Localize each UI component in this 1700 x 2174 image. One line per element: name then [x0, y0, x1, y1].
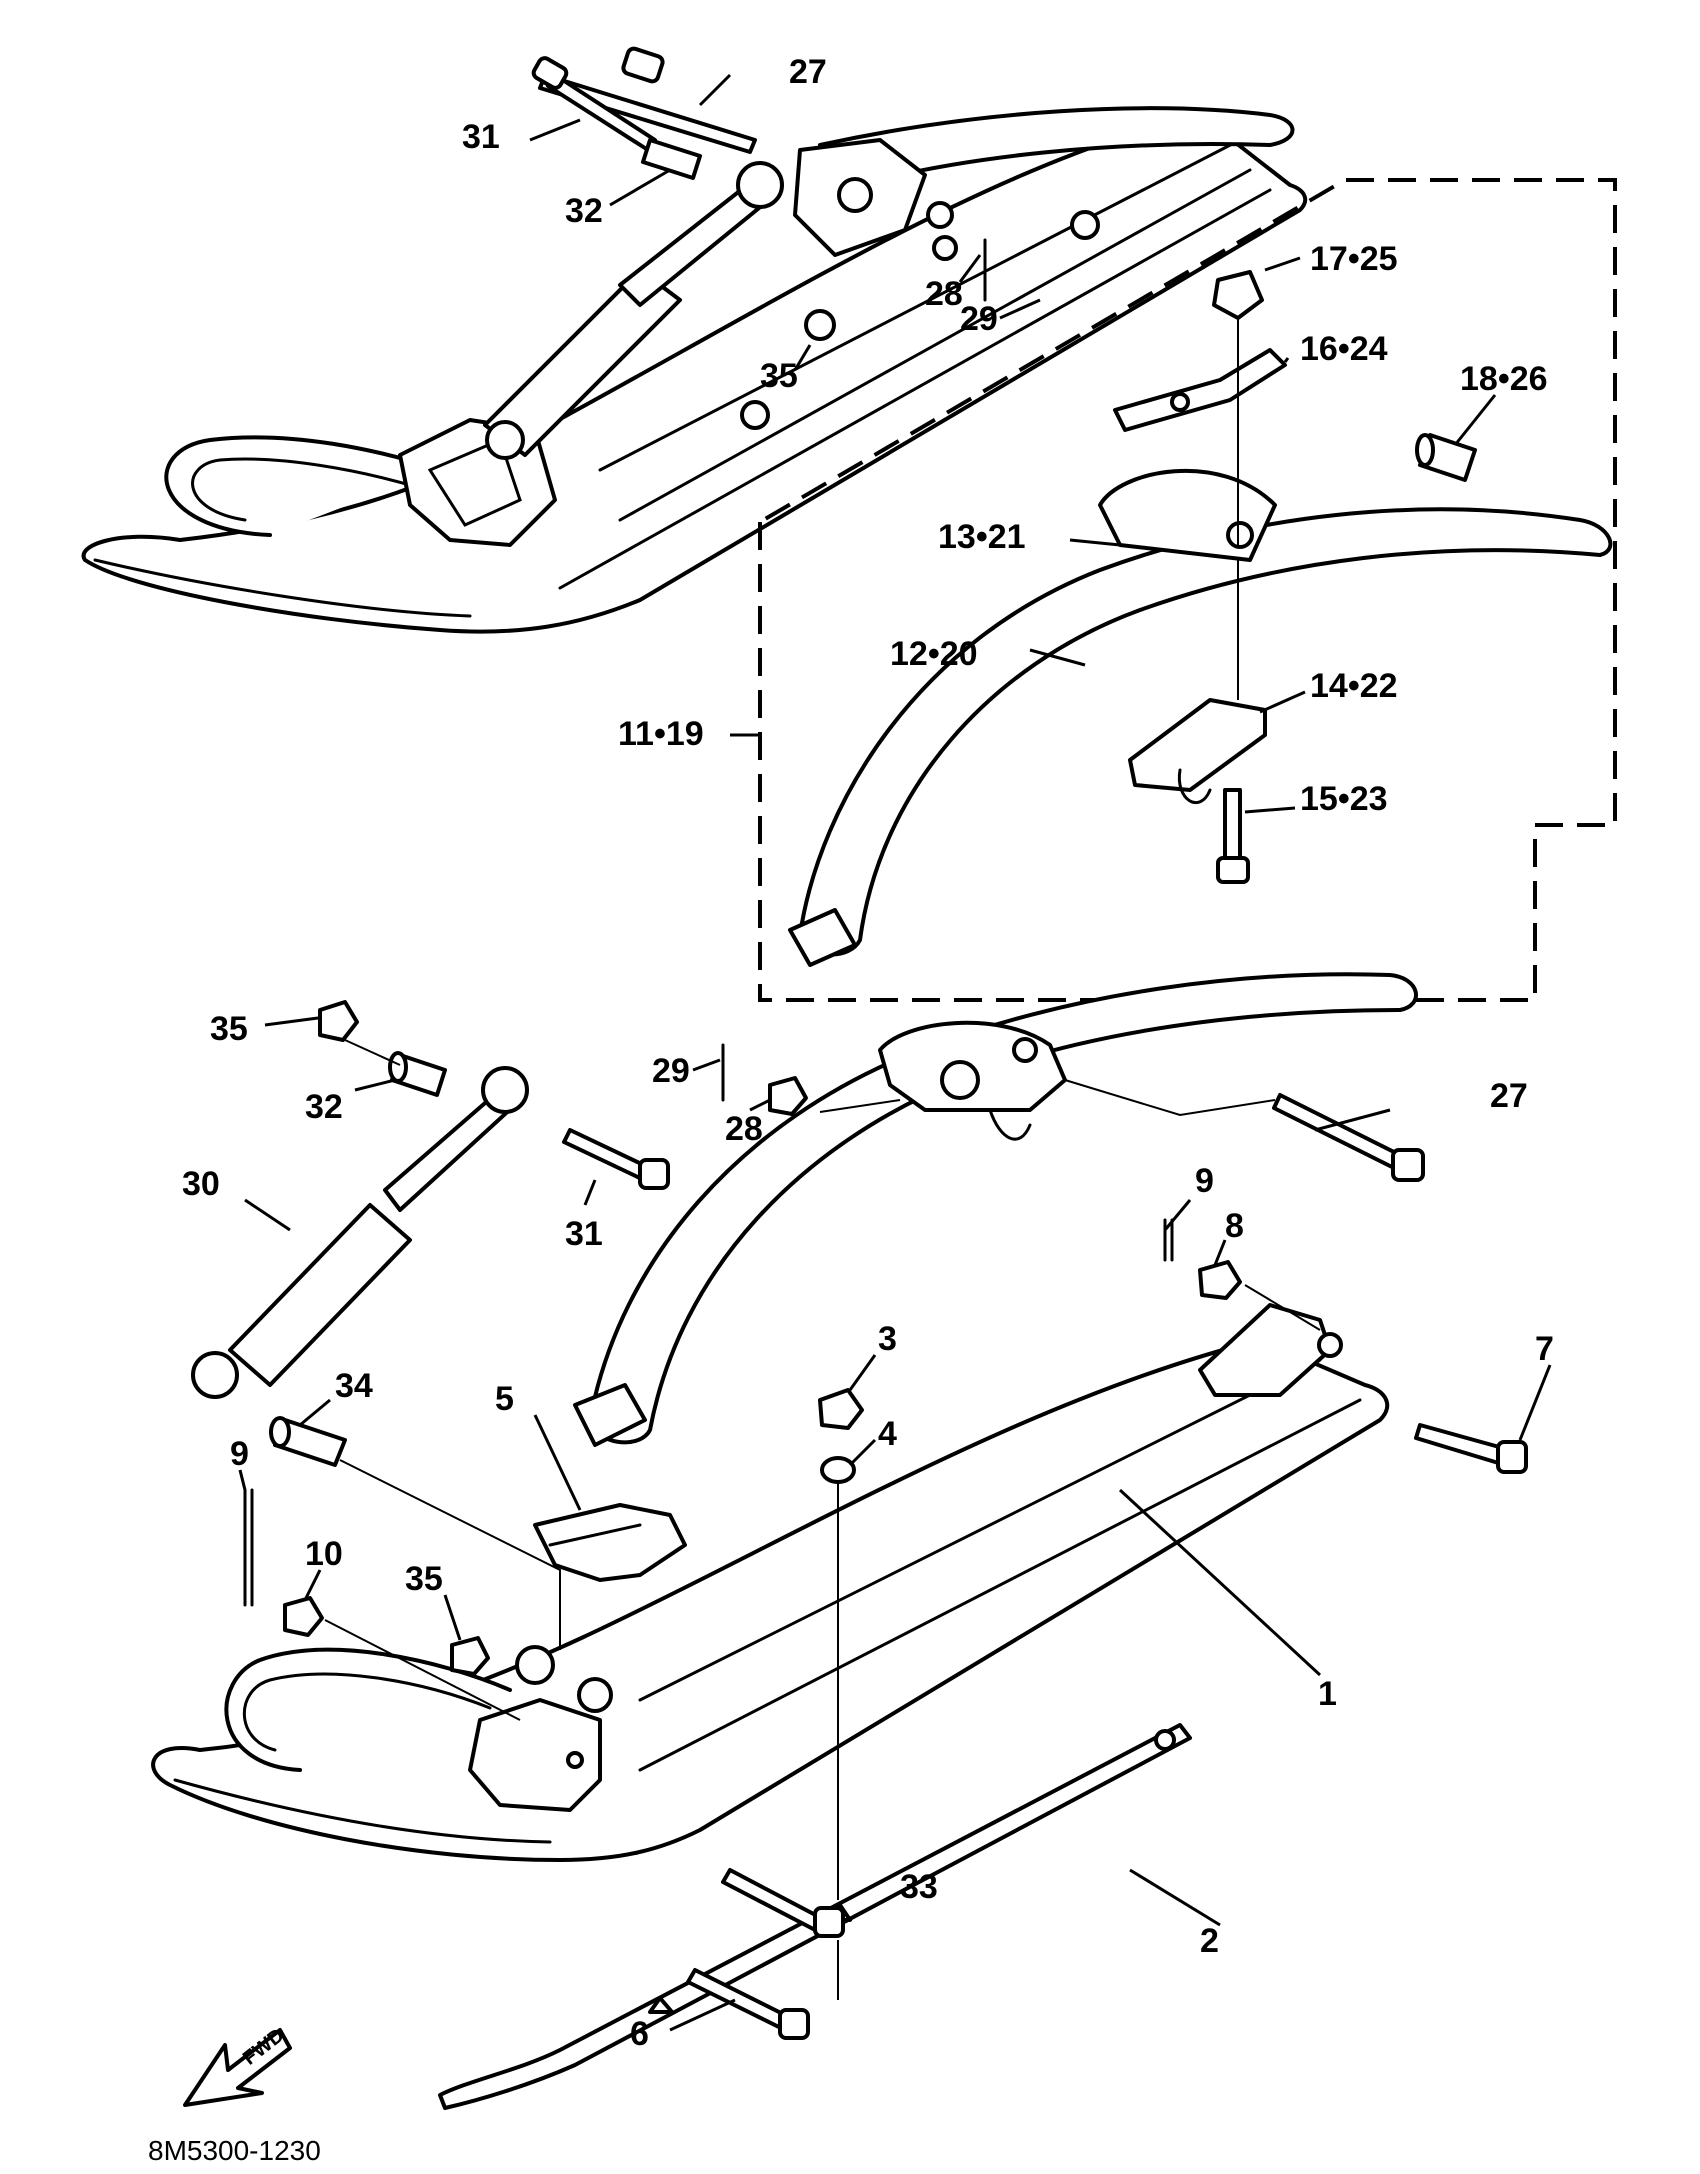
- label-31-lower: 31: [565, 1215, 603, 1253]
- forward-arrow-icon: FWD: [183, 2024, 292, 2107]
- label-33: 33: [900, 1868, 938, 1906]
- shock-absorber: [228, 1203, 412, 1387]
- label-12-20: 12•20: [890, 635, 978, 673]
- label-10: 10: [305, 1535, 343, 1573]
- label-9-left: 9: [230, 1435, 249, 1473]
- ski: [151, 1338, 1390, 1862]
- label-27-lower: 27: [1490, 1077, 1528, 1115]
- label-15-23: 15•23: [1300, 780, 1388, 818]
- spring-kit-outline: [758, 178, 1617, 1002]
- label-32-lower: 32: [305, 1088, 343, 1126]
- label-13-21: 13•21: [938, 518, 1026, 556]
- label-4: 4: [878, 1415, 897, 1453]
- label-27-upper: 27: [789, 53, 827, 91]
- leaf-spring: [588, 972, 1418, 1445]
- label-7: 7: [1535, 1330, 1554, 1368]
- assembled-ski: [81, 46, 1308, 634]
- label-1: 1: [1318, 1675, 1337, 1713]
- label-2: 2: [1200, 1922, 1219, 1960]
- label-8: 8: [1225, 1207, 1244, 1245]
- label-14-22: 14•22: [1310, 667, 1398, 705]
- label-11-19: 11•19: [618, 715, 704, 753]
- label-35-left: 35: [210, 1010, 248, 1048]
- label-29-upper: 29: [960, 300, 998, 338]
- label-34: 34: [335, 1367, 373, 1405]
- label-35-upper: 35: [760, 357, 798, 395]
- label-28-upper: 28: [925, 275, 963, 313]
- label-32-upper: 32: [565, 192, 603, 230]
- label-31-upper: 31: [462, 118, 500, 156]
- label-18-26: 18•26: [1460, 360, 1548, 398]
- label-29-lower: 29: [652, 1052, 690, 1090]
- label-3: 3: [878, 1320, 897, 1358]
- label-5: 5: [495, 1380, 514, 1418]
- label-17-25: 17•25: [1310, 240, 1398, 278]
- label-28-lower: 28: [725, 1110, 763, 1148]
- label-9-right: 9: [1195, 1162, 1214, 1200]
- diagram-code: 8M5300-1230: [148, 2135, 321, 2166]
- label-16-24: 16•24: [1300, 330, 1388, 368]
- label-35-lower: 35: [405, 1560, 443, 1598]
- label-30: 30: [182, 1165, 220, 1203]
- leaf-spring-kit: [798, 507, 1613, 957]
- label-6: 6: [630, 2015, 649, 2053]
